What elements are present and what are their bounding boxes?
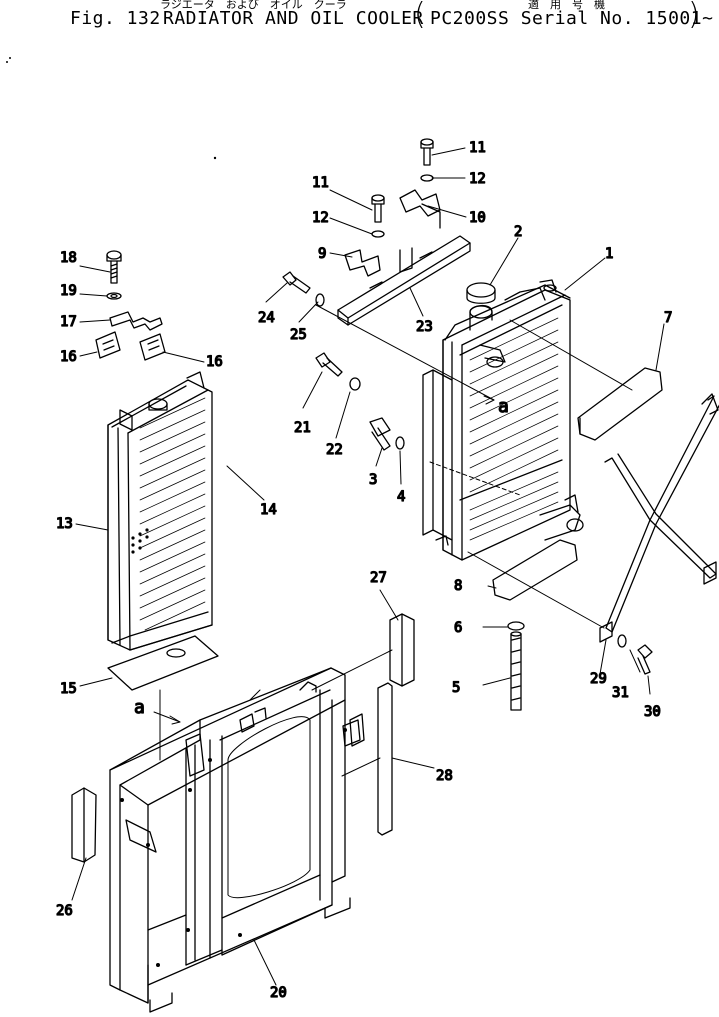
callout-14: 14 — [260, 502, 277, 518]
bracket-10-drawing — [399, 189, 441, 217]
callout-25: 25 — [290, 327, 307, 343]
arrow-a-frame — [169, 715, 181, 725]
seal-8-drawing — [492, 539, 578, 601]
callout-23: 23 — [416, 319, 433, 335]
leader-lines — [71, 147, 665, 986]
oil-cooler-drawing — [107, 371, 213, 651]
model-serial: PC200SS Serial No. 15001~ — [430, 8, 714, 29]
callout-13: 13 — [56, 516, 73, 532]
callout-22: 22 — [326, 442, 343, 458]
callout-7: 7 — [664, 310, 672, 326]
oil-cooler-mount-hardware — [95, 250, 166, 361]
callout-9: 9 — [318, 246, 326, 262]
callout-6: 6 — [454, 620, 462, 636]
callout-30: 30 — [644, 704, 661, 720]
japanese-title: ラジエータ および オイル クーラ — [160, 0, 347, 11]
callout-12b: 12 — [312, 210, 329, 226]
callout-20: 20 — [270, 985, 287, 1001]
scan-specks — [6, 57, 217, 160]
callout-26: 26 — [56, 903, 73, 919]
seal-28-drawing — [377, 682, 393, 836]
open-paren: ( — [414, 0, 426, 32]
callout-10: 10 — [469, 210, 486, 226]
gasket-drawing — [107, 635, 219, 691]
ref-a-frame: a — [134, 697, 145, 718]
callout-4: 4 — [397, 489, 405, 505]
callout-31: 31 — [612, 685, 629, 701]
callout-24: 24 — [258, 310, 275, 326]
callout-28: 28 — [436, 768, 453, 784]
callout-21: 21 — [294, 420, 311, 436]
callout-1: 1 — [605, 246, 613, 262]
bolts-washers-drawing — [282, 138, 653, 711]
callout-16a: 16 — [60, 349, 77, 365]
radiator-cap-drawing — [466, 282, 496, 298]
callout-11a: 11 — [469, 140, 486, 156]
callout-5: 5 — [452, 680, 460, 696]
figure-title: RADIATOR AND OIL COOLER — [163, 8, 424, 29]
callout-16b: 16 — [206, 354, 223, 370]
arrow-a-radiator — [483, 395, 495, 405]
callout-12a: 12 — [469, 171, 486, 187]
radiator-core-drawing — [422, 279, 584, 561]
callout-2: 2 — [514, 224, 522, 240]
figure-label: Fig. 132 — [70, 8, 161, 29]
part-callout-labels: 1 2 3 4 5 6 7 8 9 10 11 11 12 12 13 14 1… — [55, 139, 673, 1001]
seal-7-drawing — [577, 367, 663, 441]
callout-11b: 11 — [312, 175, 329, 191]
callout-18: 18 — [60, 250, 77, 266]
callout-8: 8 — [454, 578, 462, 594]
close-paren: ) — [688, 0, 700, 32]
callout-19: 19 — [60, 283, 77, 299]
callout-29: 29 — [590, 671, 607, 687]
radiator-frame-drawing — [109, 667, 365, 1013]
callout-3: 3 — [369, 472, 377, 488]
callout-27: 27 — [370, 570, 387, 586]
callout-17: 17 — [60, 314, 77, 330]
bracket-9-drawing — [344, 249, 381, 277]
callout-15: 15 — [60, 681, 77, 697]
stay-rods-drawing — [599, 393, 719, 643]
japanese-serial-caption: 適 用 号 機 — [528, 0, 605, 11]
ref-a-radiator: a — [498, 396, 509, 417]
radiator-brace-drawing — [337, 235, 471, 326]
